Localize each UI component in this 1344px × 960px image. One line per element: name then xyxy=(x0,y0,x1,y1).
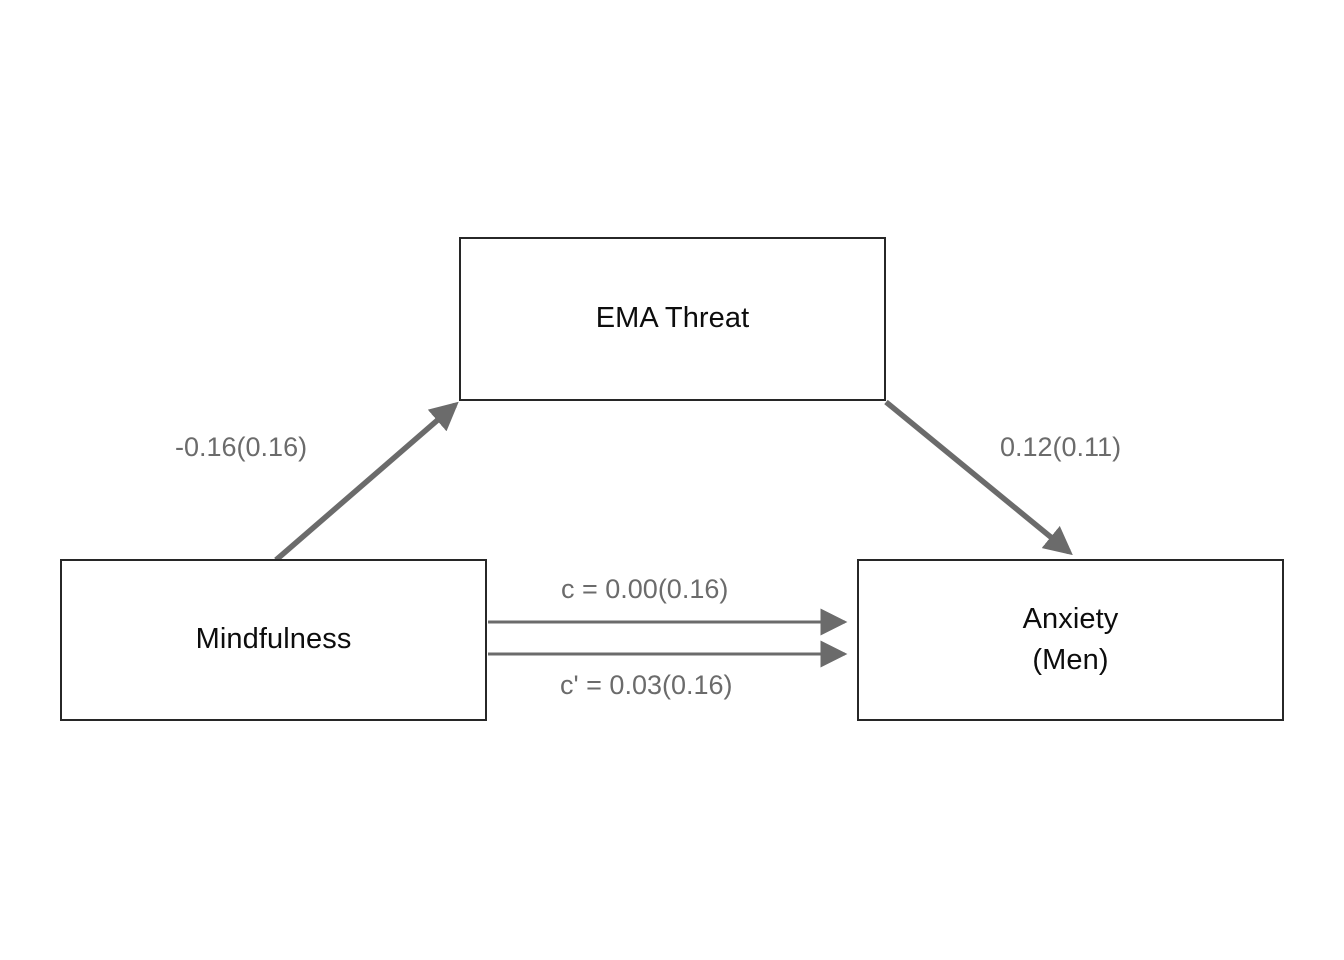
node-ema-threat-label: EMA Threat xyxy=(595,302,750,335)
node-ema-threat[interactable]: EMA Threat xyxy=(459,237,886,401)
path-b-label: 0.12(0.11) xyxy=(1000,432,1122,462)
node-anxiety-label-line2: (Men) xyxy=(1032,644,1109,676)
path-b-arrow xyxy=(884,399,1073,556)
node-mindfulness-label: Mindfulness xyxy=(195,623,352,656)
node-anxiety-label-line1: Anxiety xyxy=(1022,602,1119,635)
path-c-prime-label: c' = 0.03(0.16) xyxy=(560,670,733,700)
path-a-arrow xyxy=(274,401,459,563)
node-anxiety-men[interactable]: Anxiety (Men) xyxy=(857,559,1284,721)
path-a-label: -0.16(0.16) xyxy=(175,432,308,462)
path-c-label: c = 0.00(0.16) xyxy=(561,574,729,604)
node-mindfulness[interactable]: Mindfulness xyxy=(60,559,487,721)
